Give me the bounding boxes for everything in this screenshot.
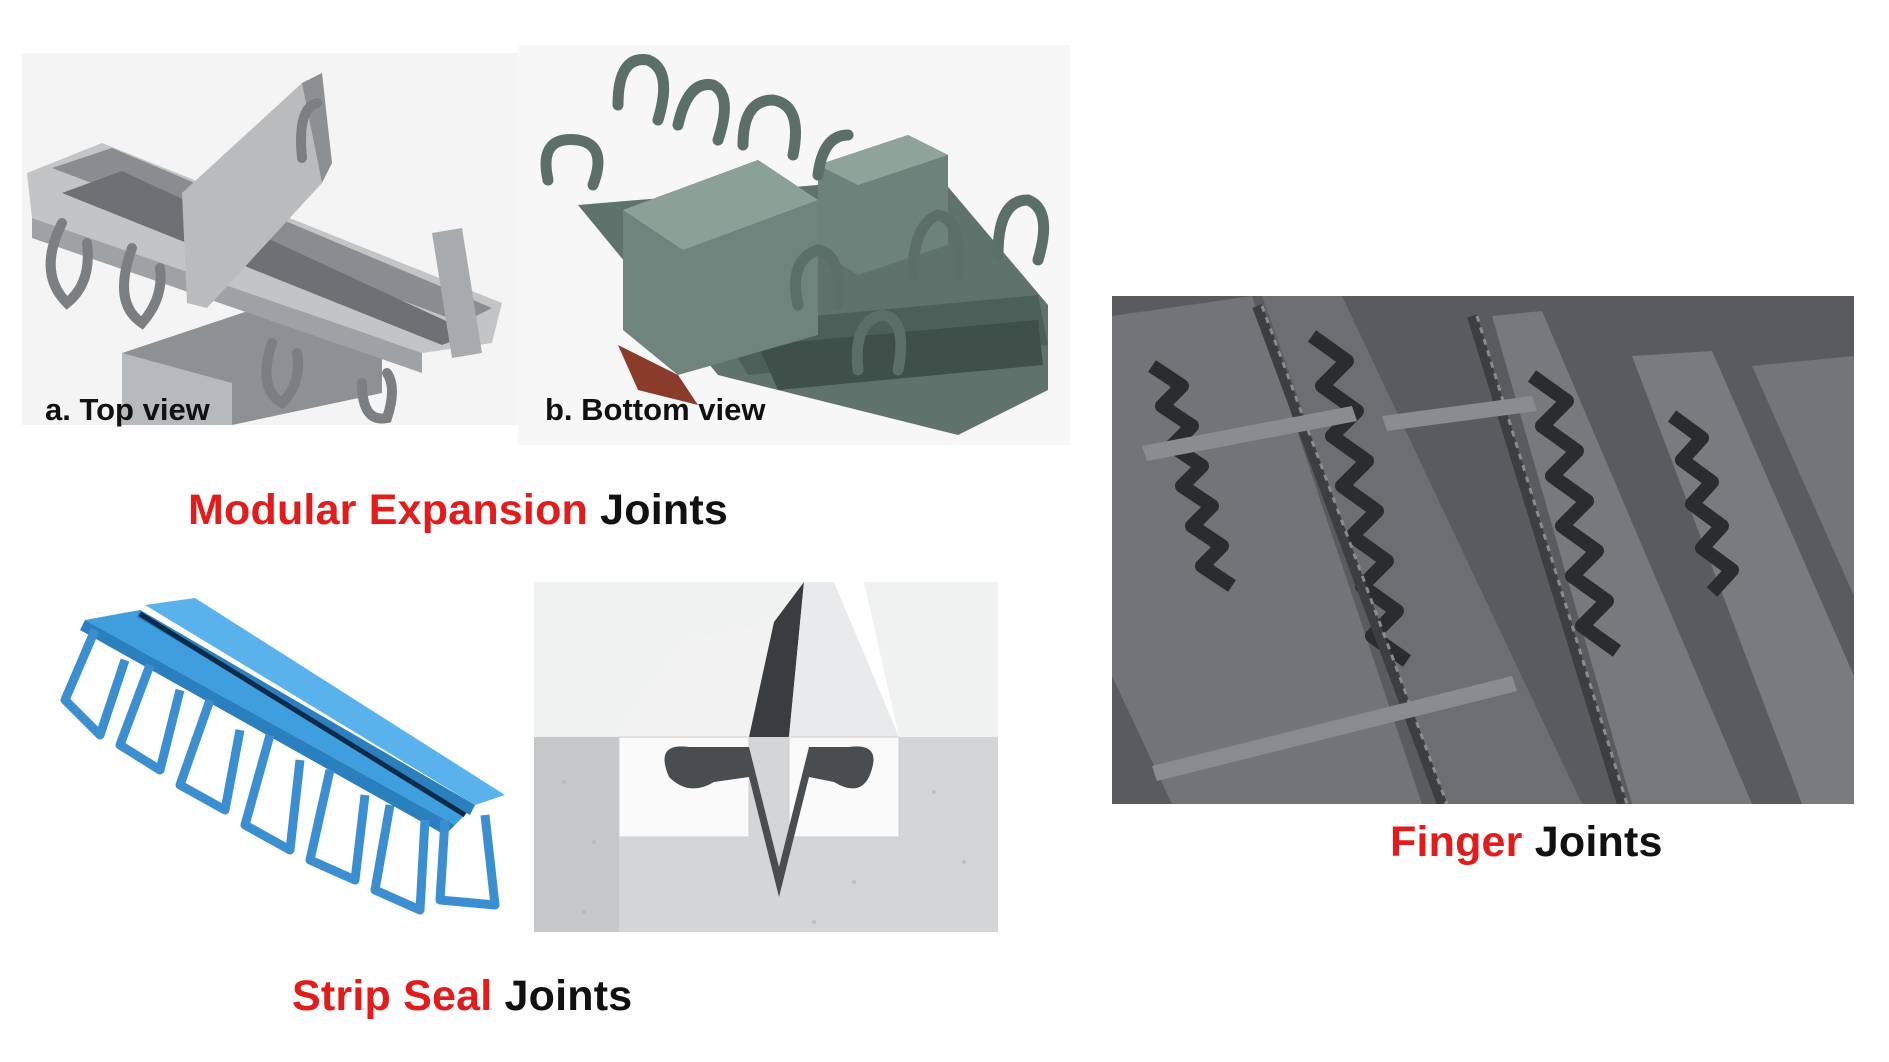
modular-title-highlight: Modular Expansion xyxy=(188,486,588,534)
finger-joints-photo xyxy=(1112,296,1854,804)
bottom-view-caption: b. Bottom view xyxy=(545,392,766,427)
modular-bottom-view-photo xyxy=(518,45,1070,445)
finger-joints-title: Finger Joints xyxy=(1390,818,1663,867)
modular-top-view-photo xyxy=(22,53,522,425)
strip-seal-joints-title: Strip Seal Joints xyxy=(292,972,632,1021)
strip-seal-title-rest: Joints xyxy=(504,972,633,1020)
strip-seal-cross-section xyxy=(534,582,998,932)
strip-seal-blue-model xyxy=(45,590,505,920)
finger-title-highlight: Finger xyxy=(1390,818,1523,866)
modular-joints-title: Modular Expansion Joints xyxy=(188,486,728,535)
finger-title-rest: Joints xyxy=(1534,818,1663,866)
modular-title-rest: Joints xyxy=(600,486,728,534)
top-view-caption: a. Top view xyxy=(45,392,210,427)
strip-seal-title-highlight: Strip Seal xyxy=(292,972,493,1020)
